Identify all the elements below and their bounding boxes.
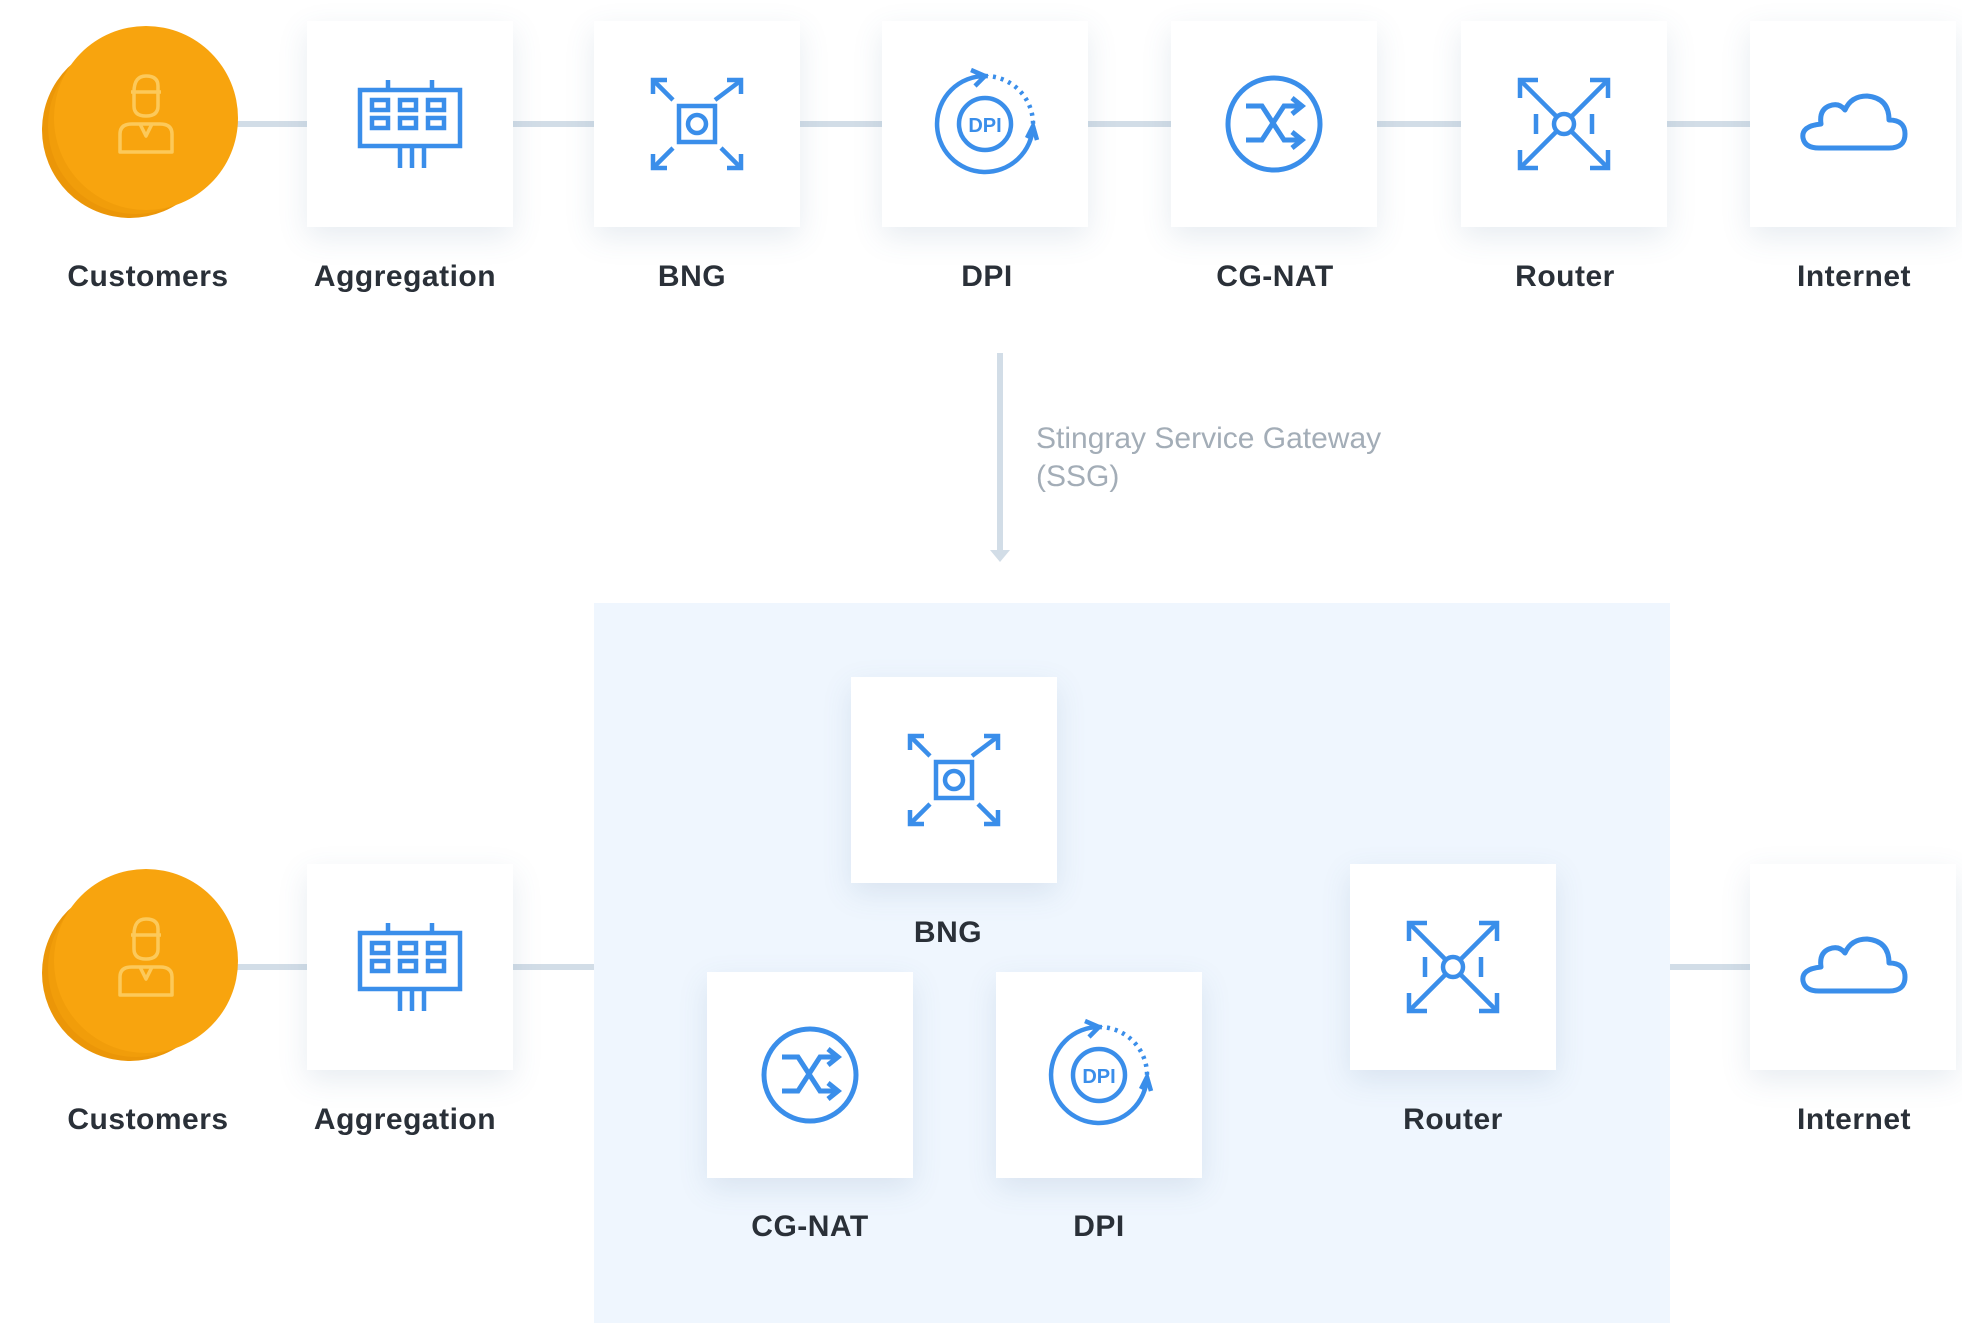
aggregation-label: Aggregation bbox=[313, 1103, 497, 1136]
internet-label: Internet bbox=[1796, 1103, 1911, 1136]
router-label: Router bbox=[1403, 1103, 1503, 1136]
transition-arrow-line bbox=[997, 353, 1003, 553]
aggregation-node bbox=[307, 21, 513, 227]
switch-panel-icon bbox=[354, 68, 466, 180]
router-arrows-icon bbox=[1508, 68, 1620, 180]
aggregation-node bbox=[307, 864, 513, 1070]
router-node bbox=[1350, 864, 1556, 1070]
dpi-node bbox=[996, 972, 1202, 1178]
ssg-caption-line2: (SSG) bbox=[1036, 460, 1120, 493]
dpi-cycle-icon bbox=[1043, 1019, 1155, 1131]
bng-node bbox=[851, 677, 1057, 883]
dpi-node bbox=[882, 21, 1088, 227]
router-node bbox=[1461, 21, 1667, 227]
router-label: Router bbox=[1515, 260, 1615, 293]
cgnat-node bbox=[707, 972, 913, 1178]
bng-node bbox=[594, 21, 800, 227]
dpi-label: DPI bbox=[1073, 1210, 1125, 1243]
cgnat-label: CG-NAT bbox=[751, 1210, 869, 1243]
ssg-caption: Stingray Service Gateway (SSG) bbox=[1036, 420, 1381, 496]
arrow-down-icon bbox=[990, 550, 1010, 562]
cloud-icon bbox=[1797, 911, 1909, 1023]
customers-label: Customers bbox=[67, 1103, 229, 1136]
dpi-cycle-icon bbox=[929, 68, 1041, 180]
dpi-label: DPI bbox=[961, 260, 1013, 293]
bng-label: BNG bbox=[657, 260, 727, 293]
customers-label: Customers bbox=[67, 260, 229, 293]
bng-label: BNG bbox=[913, 916, 983, 949]
expand-box-icon bbox=[898, 724, 1010, 836]
cgnat-label: CG-NAT bbox=[1216, 260, 1334, 293]
internet-node bbox=[1750, 21, 1956, 227]
aggregation-label: Aggregation bbox=[313, 260, 497, 293]
router-arrows-icon bbox=[1397, 911, 1509, 1023]
internet-label: Internet bbox=[1796, 260, 1911, 293]
cgnat-node bbox=[1171, 21, 1377, 227]
shuffle-circle-icon bbox=[754, 1019, 866, 1131]
ssg-caption-line1: Stingray Service Gateway bbox=[1036, 422, 1382, 455]
customers-icon bbox=[42, 26, 238, 218]
customers-icon bbox=[42, 869, 238, 1061]
expand-box-icon bbox=[641, 68, 753, 180]
internet-node bbox=[1750, 864, 1956, 1070]
shuffle-circle-icon bbox=[1218, 68, 1330, 180]
switch-panel-icon bbox=[354, 911, 466, 1023]
cloud-icon bbox=[1797, 68, 1909, 180]
